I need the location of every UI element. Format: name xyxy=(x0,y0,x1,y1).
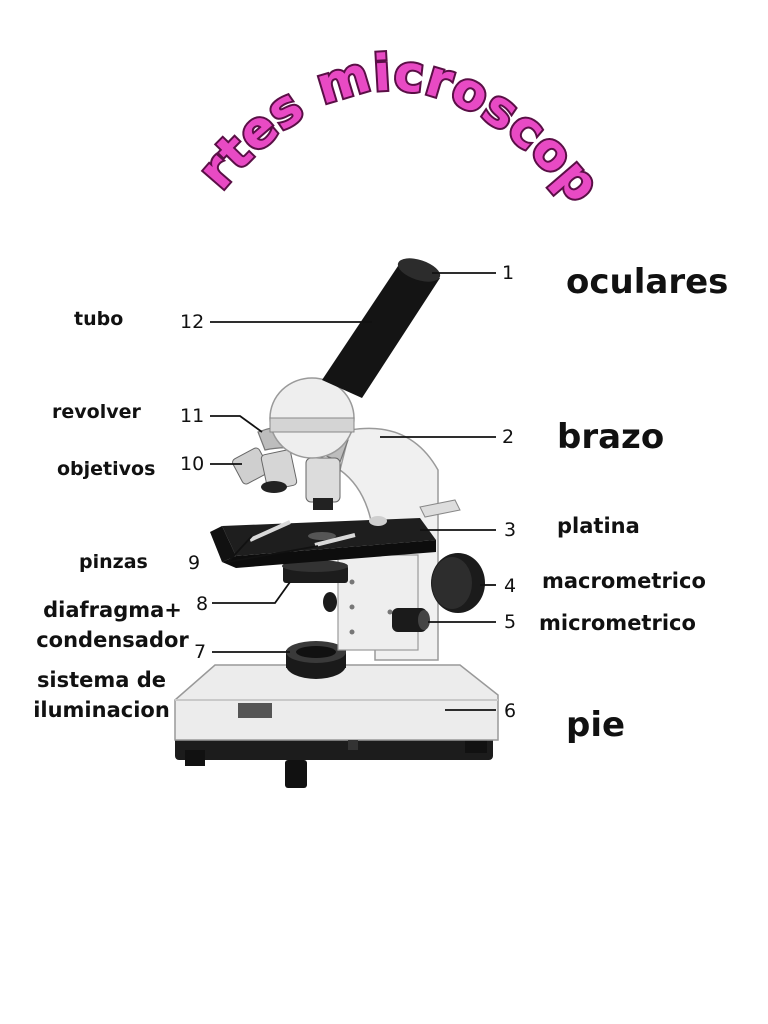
objective-2-tip xyxy=(261,481,287,493)
screw xyxy=(349,579,355,585)
screw xyxy=(349,604,355,610)
leader-11 xyxy=(210,415,263,433)
label-revolver: revolver xyxy=(52,401,141,423)
power-switch xyxy=(348,740,358,750)
callout-number-4: 4 xyxy=(504,575,517,597)
left-knob xyxy=(323,592,337,612)
objective-3-tip xyxy=(313,498,333,510)
label-brazo: brazo xyxy=(557,417,665,457)
label-sistema-de-iluminacion: sistema de iluminacion xyxy=(33,668,170,722)
stage-edge xyxy=(210,526,236,562)
label-tubo: tubo xyxy=(74,308,124,330)
head-collar xyxy=(269,417,355,433)
callout-number-10: 10 xyxy=(180,453,205,475)
leader-9a xyxy=(227,535,253,563)
callout-number-2: 2 xyxy=(502,426,515,448)
stage-bracket xyxy=(419,499,461,518)
label-pie: pie xyxy=(566,705,626,745)
tube xyxy=(322,266,440,398)
callout-number-9: 9 xyxy=(188,552,201,574)
base-label-plate xyxy=(238,703,272,718)
clip-right xyxy=(314,533,356,547)
label-macrometrico: macrometrico xyxy=(542,569,706,593)
leader-9b xyxy=(227,545,319,563)
label-diafragma-condensador: diafragma+ condensador xyxy=(36,598,189,652)
callout-number-1: 1 xyxy=(502,262,515,284)
callout-number-5: 5 xyxy=(504,611,517,633)
callout-number-6: 6 xyxy=(504,700,517,722)
fine-knob-face xyxy=(418,610,430,630)
callout-number-11: 11 xyxy=(180,405,205,427)
callout-number-3: 3 xyxy=(504,519,517,541)
screw xyxy=(387,609,393,615)
callout-number-12: 12 xyxy=(180,311,205,333)
eyepiece xyxy=(397,258,441,282)
stage-aperture xyxy=(308,532,336,540)
label-platina: platina xyxy=(557,514,640,538)
foot-left xyxy=(185,750,205,766)
focus-block xyxy=(337,554,419,651)
stage-front xyxy=(222,540,436,568)
stage-screw xyxy=(369,516,387,526)
callout-number-7: 7 xyxy=(194,641,207,663)
objective-3 xyxy=(305,457,341,503)
label-objetivos: objetivos xyxy=(57,458,156,480)
fine-knob xyxy=(392,608,427,632)
label-pinzas: pinzas xyxy=(79,551,148,573)
callout-number-8: 8 xyxy=(196,593,209,615)
title-arch: partes microscopio xyxy=(0,0,613,216)
coarse-knob-face xyxy=(432,557,472,609)
leader-8 xyxy=(212,581,291,604)
leader-lines xyxy=(210,272,496,711)
lamp-lens xyxy=(296,646,336,658)
label-oculares: oculares xyxy=(566,262,729,302)
label-micrometrico: micrometrico xyxy=(539,611,696,635)
base-body xyxy=(174,664,499,741)
screw xyxy=(349,629,355,635)
foot-front xyxy=(285,760,307,788)
clip-left xyxy=(249,520,291,542)
